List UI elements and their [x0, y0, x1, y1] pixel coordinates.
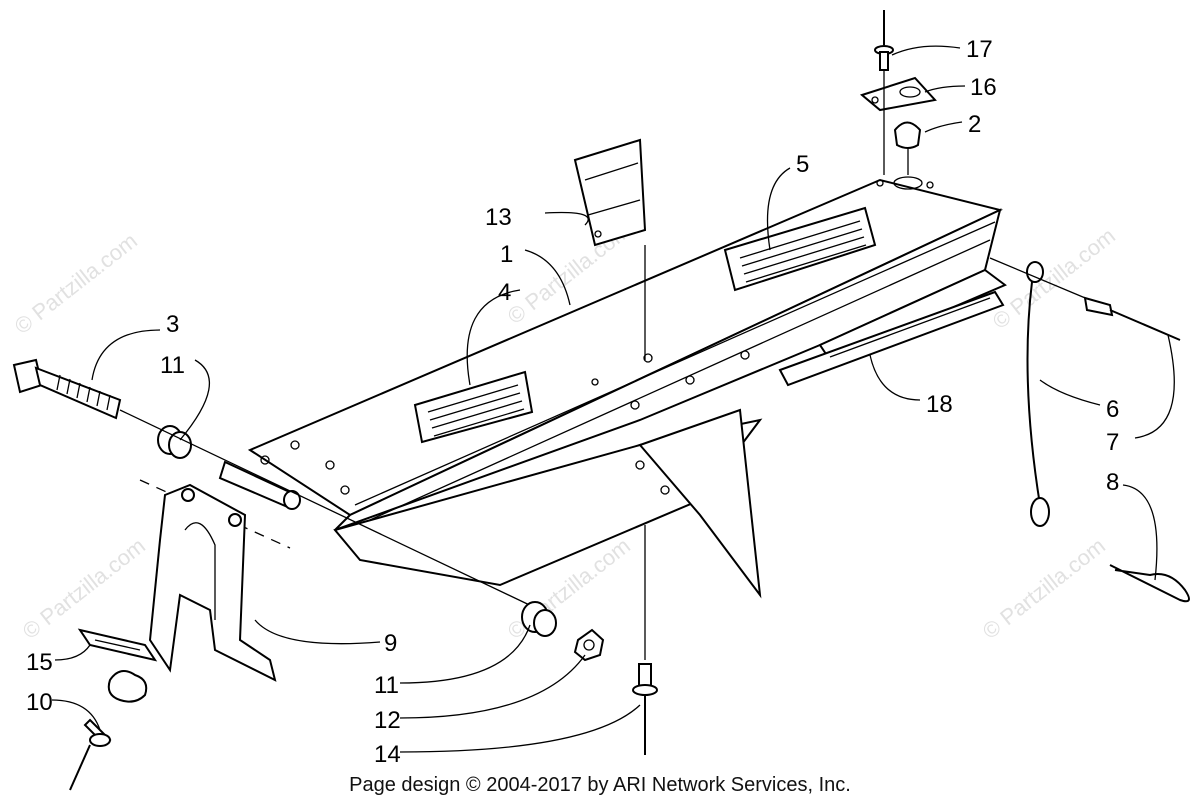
callout-2: 2: [968, 111, 981, 138]
callout-4: 4: [498, 279, 511, 306]
callout-13: 13: [485, 204, 512, 231]
clip-part-13: [573, 138, 647, 360]
callout-8: 8: [1106, 469, 1119, 496]
watermark-text: © Partzilla.com: [978, 533, 1110, 644]
washer-part-11-bottom: [521, 601, 557, 637]
hitch-pin-part-8: [1109, 564, 1190, 603]
callout-11: 11: [160, 352, 185, 379]
bolt-part-3: [12, 358, 122, 420]
knob-part-10: [69, 670, 148, 791]
copyright-footer: Page design © 2004-2017 by ARI Network S…: [349, 774, 851, 796]
washer-part-11-top: [157, 425, 192, 459]
callout-12: 12: [374, 707, 401, 734]
callout-7: 7: [1106, 429, 1119, 456]
callout-11: 11: [374, 672, 399, 699]
nut-part-12: [573, 628, 605, 662]
callout-6: 6: [1106, 396, 1119, 423]
pin-part-17: [874, 10, 894, 71]
leader-lines: [51, 45, 1175, 753]
decal-5: [723, 206, 877, 292]
callout-10: 10: [26, 689, 53, 716]
callout-18: 18: [926, 391, 953, 418]
watermark-text: © Partzilla.com: [988, 223, 1120, 334]
grommet-part-2: [883, 70, 922, 175]
rivet-part-14: [632, 525, 658, 755]
watermark-text: © Partzilla.com: [10, 228, 142, 339]
callout-3: 3: [166, 311, 179, 338]
hinge-tube: [218, 460, 301, 510]
callout-5: 5: [796, 151, 809, 178]
callout-9: 9: [384, 630, 397, 657]
bracket-part-9: [148, 483, 277, 682]
decal-18: [778, 290, 1005, 387]
callout-1: 1: [500, 241, 513, 268]
plate-part-16: [859, 76, 937, 112]
callout-17: 17: [966, 36, 993, 63]
callout-labels: 17 16 2 5 13 1 4 3 11 18 6 7 8 9 15 11 1…: [26, 36, 1119, 768]
lanyard-part-6: [1026, 261, 1050, 527]
decal-4: [413, 370, 534, 444]
watermark-text: © Partzilla.com: [18, 533, 150, 644]
callout-16: 16: [970, 74, 997, 101]
main-body-part: [218, 176, 1007, 599]
plate-part-15: [77, 628, 158, 662]
callout-14: 14: [374, 741, 401, 768]
callout-15: 15: [26, 649, 53, 676]
